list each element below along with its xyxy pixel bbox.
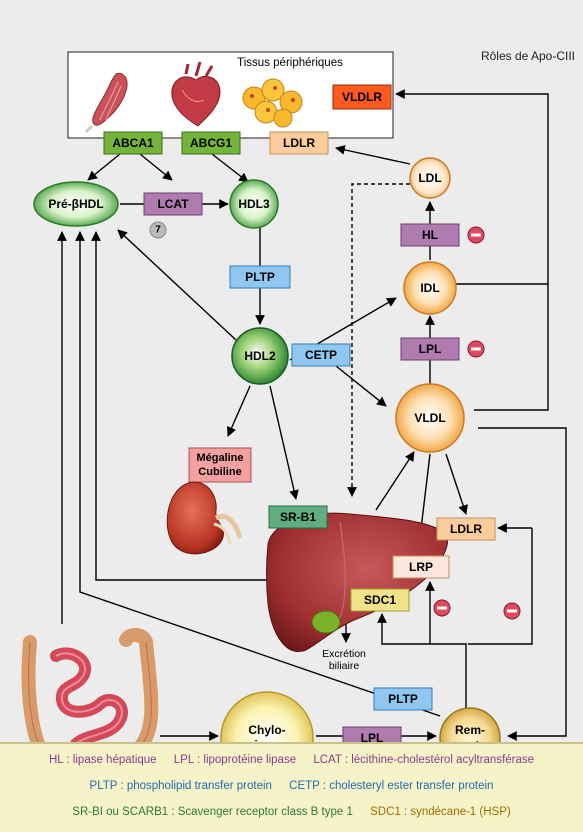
lrp-label: LRP	[409, 560, 433, 574]
sdc1-box[interactable]: SDC1	[350, 588, 410, 612]
legend-srb1: SR-BI ou SCARB1 : Scavenger receptor cla…	[72, 806, 353, 818]
pltp-mid-label: PLTP	[245, 270, 275, 284]
sdc1-label: SDC1	[364, 593, 396, 607]
lpl-bottom-label: LPL	[361, 731, 384, 745]
hdl2-node[interactable]: HDL2	[231, 327, 289, 385]
chylomicrons-label: Chylo-	[248, 723, 285, 737]
abcg1-label: ABCG1	[190, 136, 232, 150]
pltp-bottom-box[interactable]: PLTP	[373, 687, 433, 711]
legend-pltp: PLTP : phospholipid transfer protein	[89, 780, 272, 792]
hdl2-label: HDL2	[244, 349, 276, 363]
legend-sdc1: SDC1 : syndécane-1 (HSP)	[370, 806, 511, 818]
diagram-title: Rôles de Apo-CIII	[481, 49, 575, 63]
remnants-label: Rem-	[455, 723, 485, 737]
pltp-mid-box[interactable]: PLTP	[229, 265, 291, 289]
ldl-node[interactable]: LDL	[409, 157, 451, 199]
pre-beta-hdl-node[interactable]: Pré-βHDL	[33, 181, 119, 227]
megaline-label: Mégaline	[196, 452, 243, 464]
lcat-label: LCAT	[157, 197, 189, 211]
hdl3-label: HDL3	[238, 197, 270, 211]
lpl-idl-box[interactable]: LPL	[400, 337, 460, 361]
lcat-box[interactable]: LCAT	[143, 192, 203, 216]
legend-lpl: LPL : lipoprotéine lipase	[173, 754, 297, 766]
ldlr-liver-label: LDLR	[450, 522, 482, 536]
abca1-box[interactable]: ABCA1	[103, 131, 163, 155]
pltp-bottom-label: PLTP	[388, 692, 418, 706]
excretion-label: Excrétion	[322, 648, 366, 660]
ldlr-peripheral-label: LDLR	[283, 136, 315, 150]
minus-icon	[503, 602, 521, 620]
hdl3-node[interactable]: HDL3	[229, 179, 279, 229]
pre-beta-hdl-label: Pré-βHDL	[48, 197, 103, 211]
legend-hl: HL : lipase hépatique	[48, 754, 157, 766]
minus-icon	[467, 340, 485, 358]
vldlr-box[interactable]: VLDLR	[332, 84, 392, 110]
vldl-label: VLDL	[414, 411, 445, 425]
abca1-label: ABCA1	[112, 136, 154, 150]
cetp-label: CETP	[305, 348, 337, 362]
legend-lcat: LCAT : lécithine-cholestérol acyltransfé…	[313, 754, 535, 766]
idl-node[interactable]: IDL	[403, 261, 457, 315]
adipocytes-icon	[242, 78, 303, 128]
muscle-icon	[84, 72, 128, 134]
heart-icon	[171, 61, 221, 127]
cubiline-label: Cubiline	[198, 466, 241, 478]
liver-icon	[266, 512, 448, 653]
cetp-box[interactable]: CETP	[291, 343, 351, 367]
vldlr-label: VLDLR	[342, 90, 382, 104]
kidney-icon	[166, 481, 243, 555]
tissues-label: Tissus périphériques	[237, 57, 343, 69]
lpl-idl-label: LPL	[419, 342, 442, 356]
minus-icon	[433, 599, 451, 617]
ldlr-liver-box[interactable]: LDLR	[436, 517, 496, 541]
badge-7: 7	[149, 221, 167, 239]
srb1-box[interactable]: SR-B1	[268, 505, 328, 529]
lrp-box[interactable]: LRP	[392, 555, 450, 579]
idl-label: IDL	[420, 281, 439, 295]
megaline-box[interactable]: Mégaline Cubiline	[188, 447, 252, 483]
minus-icon	[467, 226, 485, 244]
srb1-label: SR-B1	[280, 510, 316, 524]
hl-box[interactable]: HL	[400, 223, 460, 247]
legend-cetp: CETP : cholesteryl ester transfer protei…	[289, 780, 494, 792]
ldl-label: LDL	[418, 171, 441, 185]
legend: HL : lipase hépatique LPL : lipoprotéine…	[0, 742, 583, 832]
abcg1-box[interactable]: ABCG1	[181, 131, 241, 155]
ldlr-peripheral-box[interactable]: LDLR	[269, 131, 329, 155]
vldl-node[interactable]: VLDL	[395, 383, 465, 453]
badge-7-label: 7	[155, 225, 161, 236]
hl-label: HL	[422, 228, 438, 242]
arrows	[57, 89, 567, 741]
excretion-label-2: biliaire	[329, 660, 360, 672]
